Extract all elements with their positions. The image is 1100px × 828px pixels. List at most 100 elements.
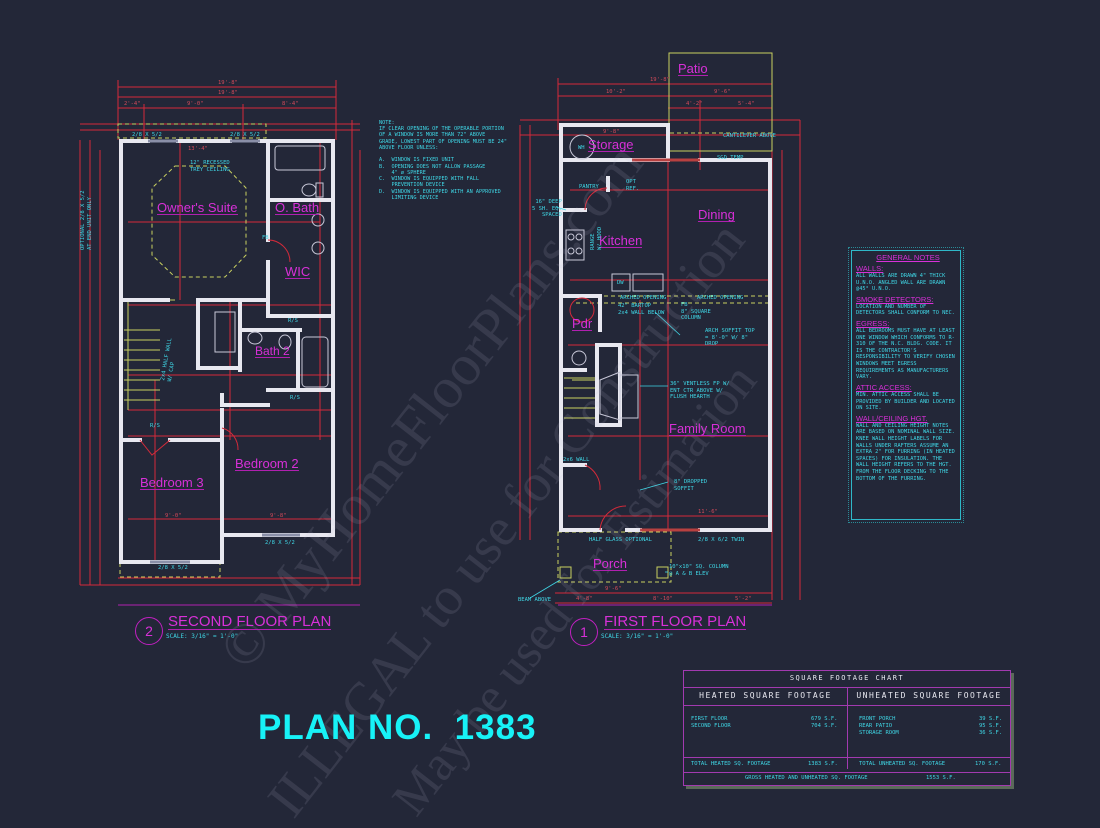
dim-seg-3: 8'-4" (282, 101, 299, 107)
total-unheated-label: TOTAL UNHEATED SQ. FOOTAGE (859, 761, 946, 767)
window-egress-note: NOTE: IF CLEAR OPENING OF THE OPERABLE P… (379, 120, 508, 201)
room-family-room: Family Room (669, 421, 746, 436)
room-bedroom-2: Bedroom 2 (235, 456, 299, 471)
dim-family-width: 11'-6" (698, 509, 718, 515)
room-dining: Dining (698, 207, 735, 222)
room-wic: WIC (285, 264, 311, 279)
square-footage-chart: SQUARE FOOTAGE CHART HEATED SQUARE FOOTA… (683, 670, 1011, 786)
general-notes-panel: GENERAL NOTES WALLS: ALL WALLS ARE DRAWN… (848, 247, 964, 523)
unheated-header: UNHEATED SQUARE FOOTAGE (856, 691, 1002, 700)
dim-bottom-2: 8'-10" (653, 596, 673, 602)
second-floor-dimensions (79, 80, 361, 586)
heated-row-label: FIRST FLOOR (691, 716, 728, 722)
notes-heading-egress: EGRESS: (856, 319, 890, 329)
unheated-row-label: REAR PATIO (859, 723, 893, 729)
dim-owners-width: 13'-4" (188, 146, 208, 152)
half-glass-note: HALF GLASS OPTIONAL (589, 537, 652, 543)
window-tag-top-left: 2/8 X 5/2 (132, 132, 162, 138)
dim-bedroom-3-width: 9'-0" (165, 513, 182, 519)
dim-seg-1: 2'-4" (124, 101, 141, 107)
window-tag-bedroom-2: 2/8 X 5/2 (265, 540, 295, 546)
room-owners-suite: Owner's Suite (157, 200, 238, 215)
range-tag: RANGE W/ HOOD (590, 226, 603, 250)
heated-header: HEATED SQUARE FOOTAGE (699, 691, 832, 700)
fb-tag: FB (262, 235, 269, 241)
wh-tag: WH (578, 145, 585, 151)
plan-number: PLAN NO. 1383 (258, 708, 537, 747)
room-bedroom-3: Bedroom 3 (140, 475, 204, 490)
sgd-note: SGD TEMP (717, 155, 744, 161)
dropped-soffit-note: 8" DROPPED SOFFIT (674, 479, 708, 492)
dim-storage-width: 9'-8" (603, 129, 620, 135)
notes-body-attic: MIN. ATTIC ACCESS SHALL BE PROVIDED BY B… (856, 391, 955, 412)
heated-row-value: 704 S.F. (811, 723, 838, 729)
room-bath-2: Bath 2 (255, 344, 290, 358)
notes-heading-attic: ATTIC ACCESS: (856, 382, 912, 392)
door-swings (139, 187, 627, 531)
notes-heading-walls: WALLS: (856, 264, 884, 273)
dim-bottom-1: 4'-8" (576, 596, 593, 602)
unheated-row-value: 36 S.F. (979, 730, 1003, 736)
dim-seg-2: 9'-0" (187, 101, 204, 107)
dw-tag: DW (617, 280, 624, 286)
rs-tag-3: R/S (288, 318, 298, 324)
first-floor-sliders (632, 158, 700, 532)
arch-soffit-note: ARCH SOFFIT TOP = 8'-0" W/ 8" DROP (705, 328, 755, 348)
beam-note: BEAM ABOVE (518, 597, 552, 603)
wall-2x6-note: 2x6 WALL (563, 457, 590, 463)
notes-body-wall-ceiling: WALL AND CEILING HEIGHT NOTES ARE BASED … (856, 422, 955, 482)
unheated-row-value: 95 S.F. (979, 723, 1003, 729)
optional-window-note: OPTIONAL 2/8 X 5/2 AT END UNIT ONLY (80, 190, 93, 250)
notes-body-walls: ALL WALLS ARE DRAWN 4" THICK U.N.O. ANGL… (856, 273, 946, 293)
gross-label: GROSS HEATED AND UNHEATED SQ. FOOTAGE (745, 775, 868, 781)
first-floor-title: FIRST FLOOR PLAN (604, 613, 747, 630)
general-notes-title: GENERAL NOTES (876, 253, 940, 262)
rs-tag-2: R/S (290, 395, 300, 401)
dim-first-p1: 4'-2" (686, 101, 703, 107)
dim-first-p2: 5'-4" (738, 101, 755, 107)
notes-heading-smoke: SMOKE DETECTORS: (856, 294, 934, 304)
heated-row-value: 679 S.F. (811, 716, 838, 722)
bartop-note: 42" BARTOP 2x4 WALL BELOW (618, 303, 665, 316)
total-heated-value: 1383 S.F. (808, 761, 838, 767)
room-kitchen: Kitchen (599, 233, 643, 248)
room-porch: Porch (593, 556, 627, 571)
dim-first-overall: 19'-8" (650, 77, 670, 83)
unheated-row-label: FRONT PORCH (859, 716, 896, 722)
column-note: FB 8" SQUARE COLUMN (681, 302, 711, 322)
dim-bedroom-2-width: 9'-8" (270, 513, 287, 519)
second-floor-fixtures (214, 145, 329, 388)
cantilever-note: CANTILEVER ABOVE (723, 133, 776, 139)
gross-value: 1553 S.F. (926, 775, 956, 781)
total-unheated-value: 170 S.F. (975, 761, 1002, 767)
arched-opening-2: ARCHED OPENING (697, 295, 744, 301)
notes-heading-wall-ceiling: WALL/CEILING HGT. (856, 413, 928, 423)
heated-row-label: SECOND FLOOR (691, 723, 731, 729)
second-floor-scale: SCALE: 3/16" = 1'-0" (166, 633, 239, 640)
tray-ceiling-note: 12" RECESSED TREY CEILING (190, 160, 230, 173)
second-floor-title: SECOND FLOOR PLAN (168, 613, 332, 630)
dim-bottom-3: 5'-2" (735, 596, 752, 602)
square-column-note: 10"x10" SQ. COLUMN @ A & B ELEV (669, 564, 729, 577)
room-o-bath: O. Bath (275, 200, 320, 215)
unheated-row-value: 39 S.F. (979, 716, 1003, 722)
ref-tag: OPT REF. (626, 179, 640, 192)
rs-tag-1: R/S (150, 423, 160, 429)
room-pdr: Pdr (572, 316, 593, 331)
window-tag-bedroom-3: 2/8 X 5/2 (158, 565, 188, 571)
dim-first-left: 10'-2" (606, 89, 626, 95)
unheated-row-label: STORAGE ROOM (859, 730, 899, 736)
leader-lines (529, 206, 681, 599)
window-tag-top-right: 2/8 X 5/2 (230, 132, 260, 138)
pantry-tag: PANTRY (579, 184, 599, 190)
notes-body-smoke: LOCATION AND NUMBER OF DETECTORS SHALL C… (856, 303, 955, 317)
total-heated-label: TOTAL HEATED SQ. FOOTAGE (691, 761, 771, 767)
dim-porch-width: 9'-6" (605, 586, 622, 592)
room-storage: Storage (588, 137, 634, 152)
twin-window-tag: 2/8 X 6/2 TWIN (698, 537, 745, 543)
arched-opening-1: ARCHED OPENING (620, 295, 667, 301)
first-floor-scale: SCALE: 3/16" = 1'-0" (601, 633, 674, 640)
notes-body-egress: ALL BEDROOMS MUST HAVE AT LEAST ONE WIND… (856, 328, 955, 381)
plan-number-circle-2: 2 (135, 617, 163, 645)
